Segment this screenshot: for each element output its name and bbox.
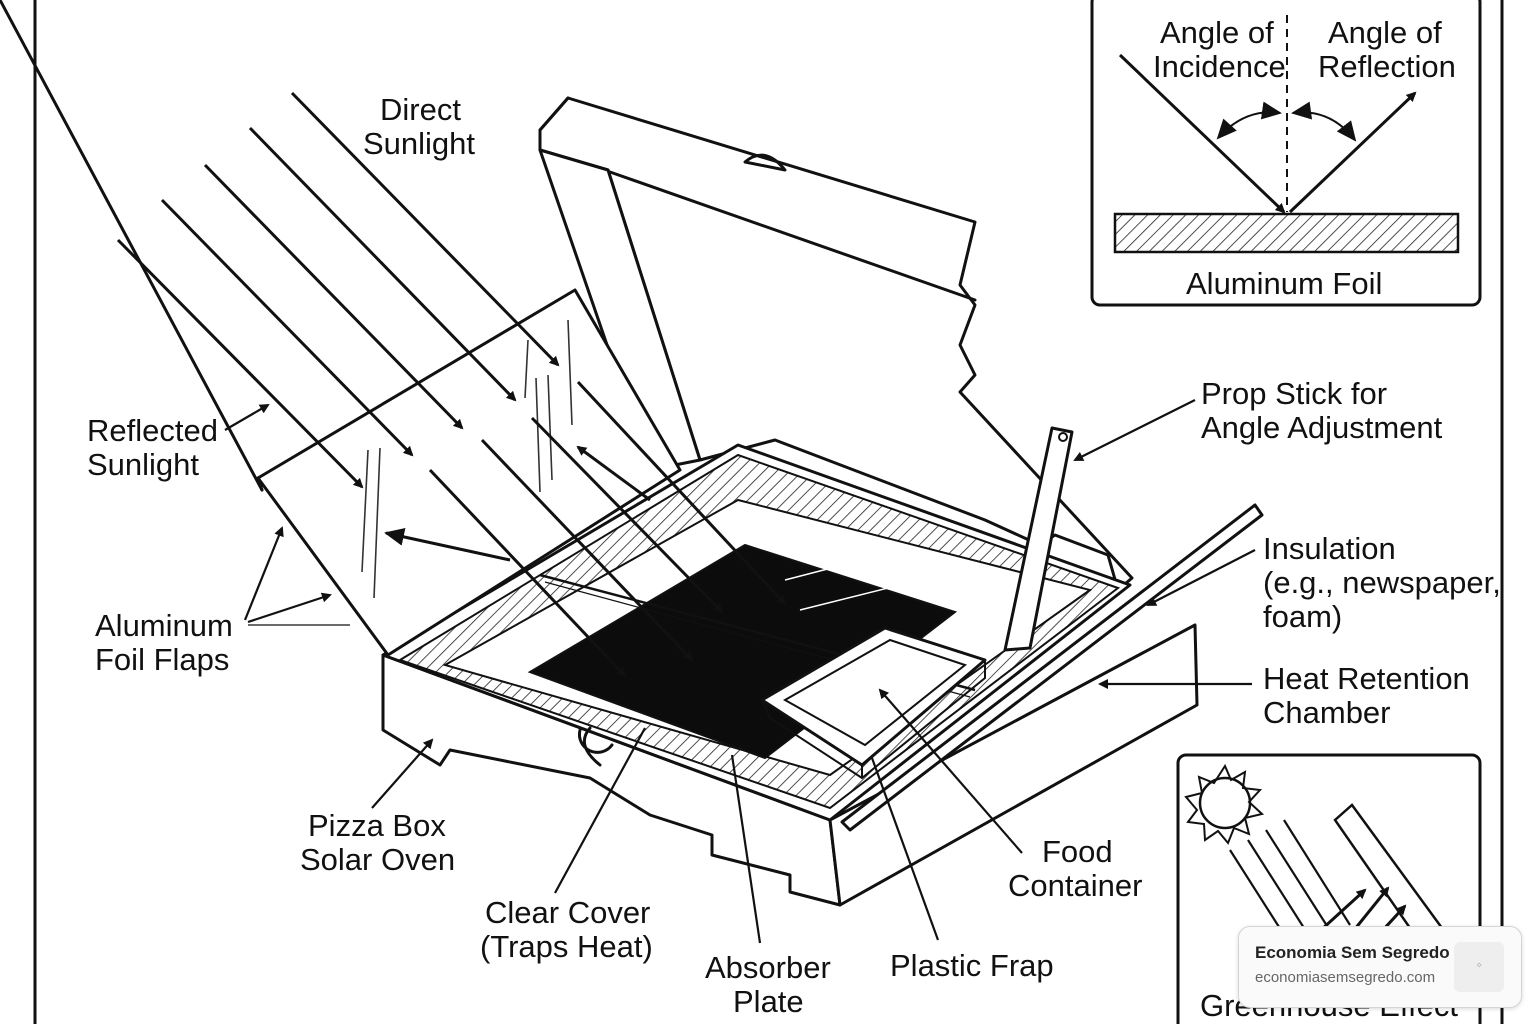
food-container xyxy=(760,626,987,780)
sunlight-rays xyxy=(116,91,787,678)
right-foil-flap xyxy=(840,503,1264,832)
aluminum-foil-surface xyxy=(1113,212,1460,254)
prop-stick xyxy=(1003,426,1074,652)
sun-icon xyxy=(1184,763,1265,845)
watermark-url: economiasemsegredo.com xyxy=(1255,969,1436,986)
left-foil-flap xyxy=(0,0,682,657)
source-watermark-card[interactable]: Economia Sem Segredo economiasemsegredo.… xyxy=(1238,926,1522,1008)
watermark-title: Economia Sem Segredo xyxy=(1255,943,1450,962)
label-insulation: Insulation(e.g., newspaper,foam) xyxy=(1263,531,1501,634)
site-favicon-icon: ⋄ xyxy=(1454,942,1504,992)
label-plastic-frap: Plastic Frap xyxy=(890,948,1054,983)
label-aluminum-foil: Aluminum Foil xyxy=(1186,266,1382,301)
label-clear-cover: Clear Cover(Traps Heat) xyxy=(480,895,653,964)
pizza-box-lid xyxy=(538,96,1134,592)
label-leaders xyxy=(224,399,1256,944)
